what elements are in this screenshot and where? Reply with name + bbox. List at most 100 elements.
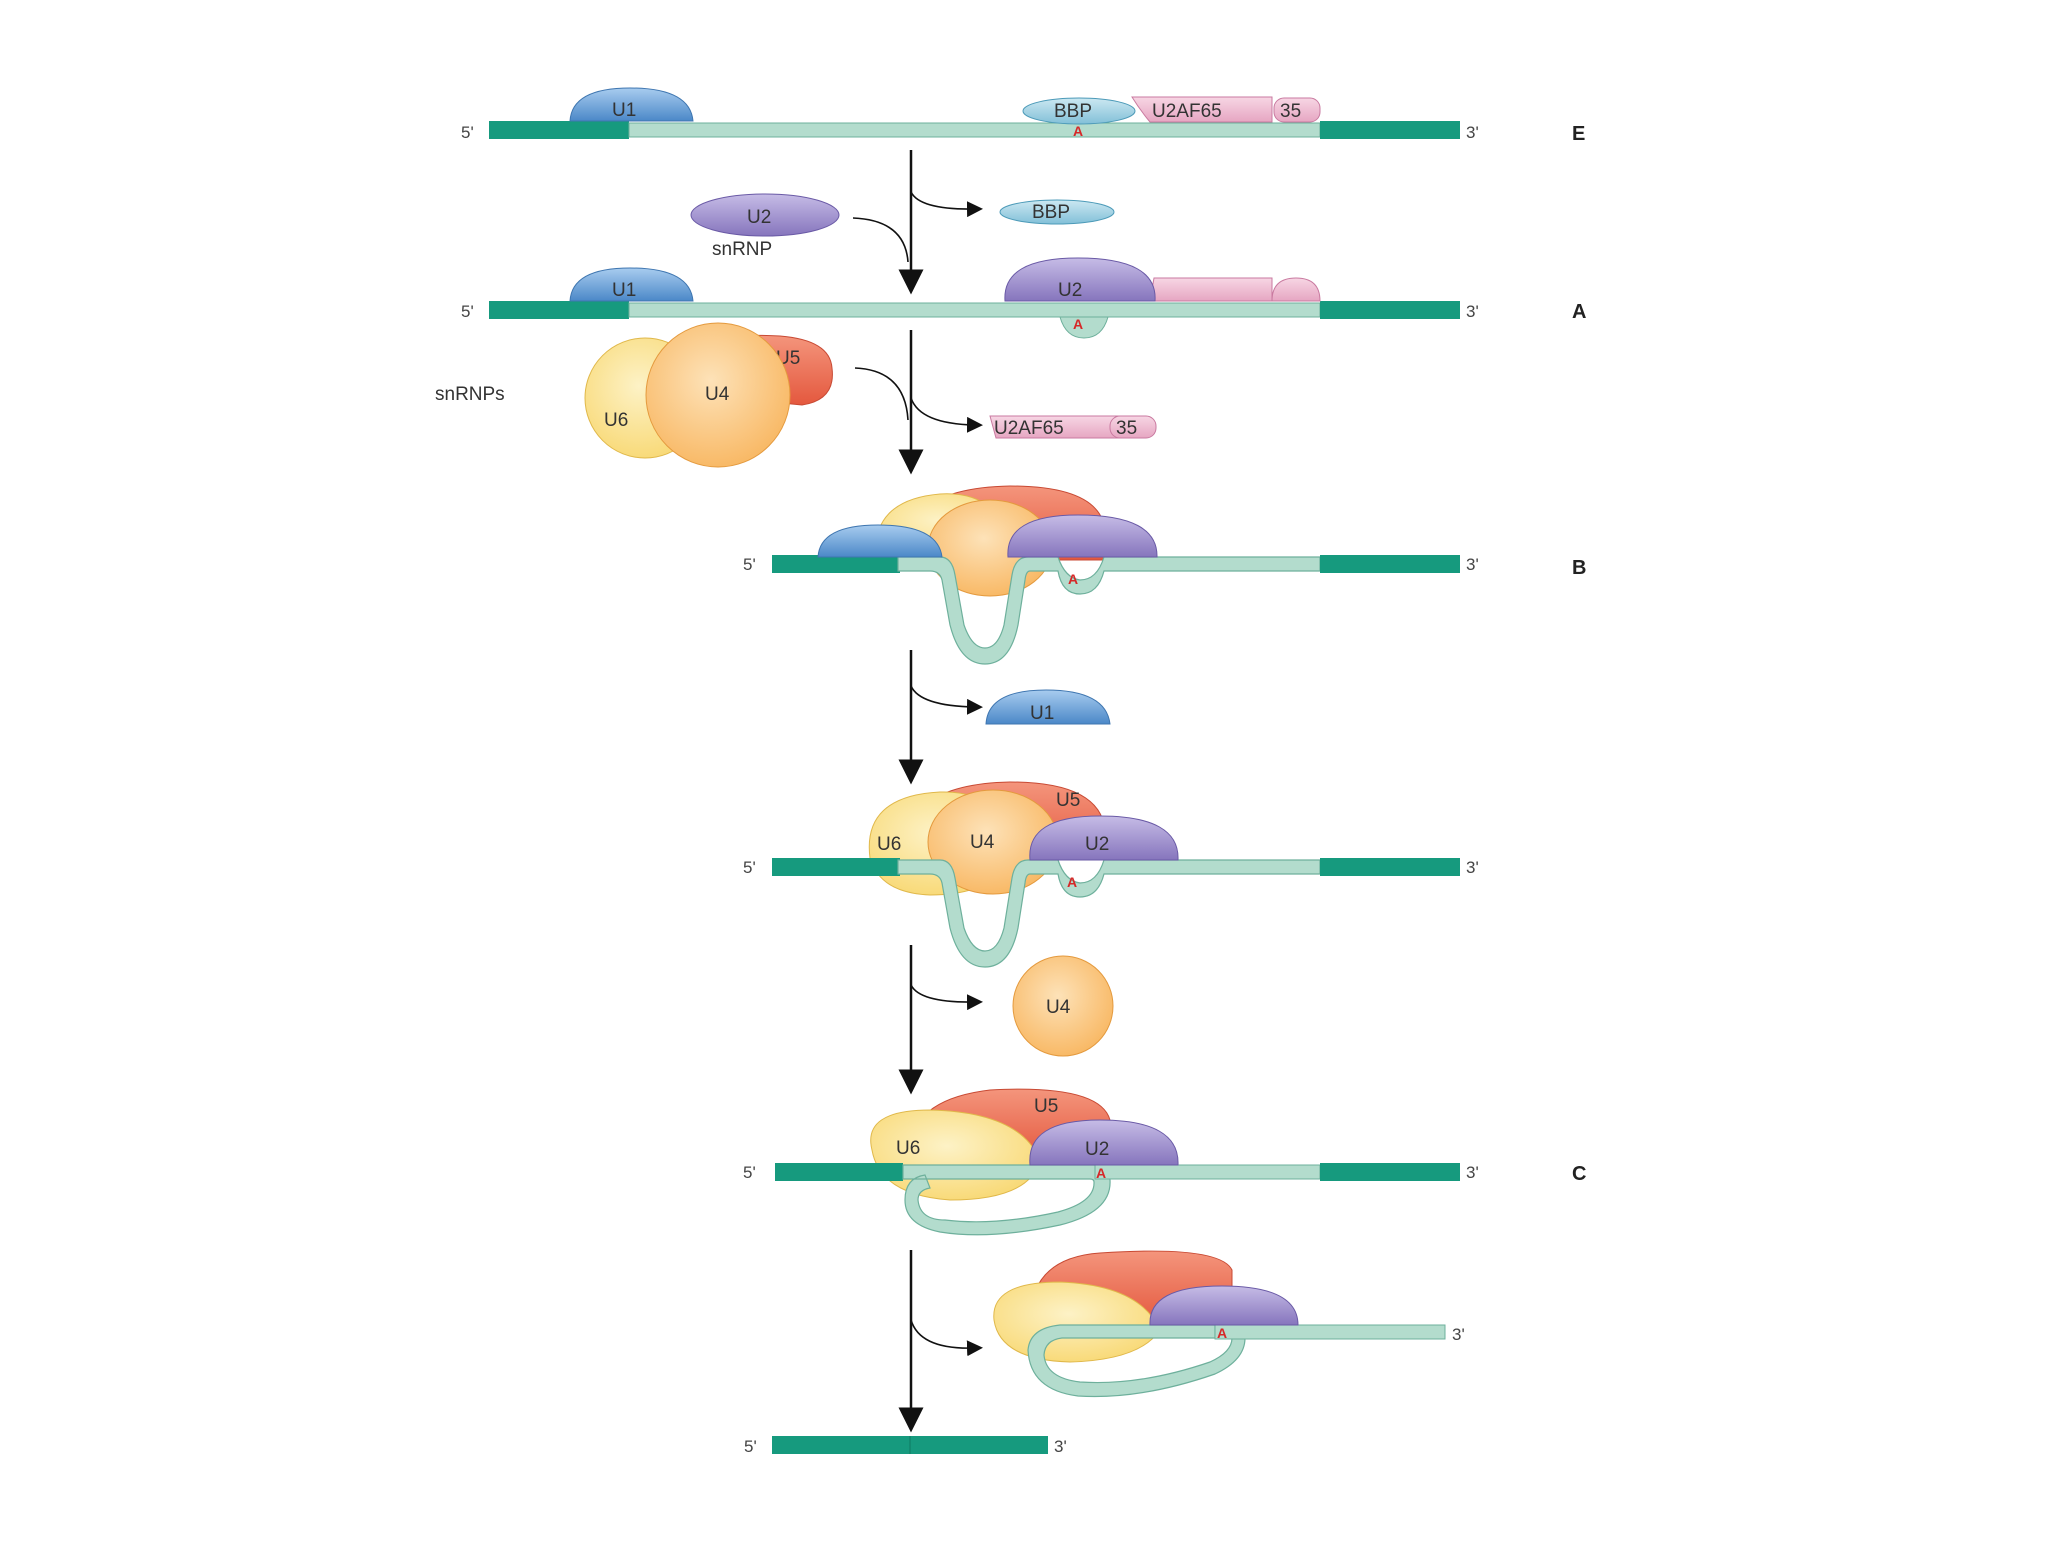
release-arrow: [910, 1319, 983, 1357]
release-arrow: [910, 397, 983, 433]
exon-1: [772, 858, 900, 876]
intron-tail: [1094, 1164, 1321, 1180]
stage-c-label: C: [1572, 1163, 1586, 1185]
u5-label: U5: [1056, 790, 1080, 811]
u2-label: U2: [1085, 1139, 1109, 1160]
u4-label: U4: [970, 832, 995, 853]
exon-2-joined: [910, 1436, 1048, 1454]
intron-lariat: [902, 1164, 1111, 1236]
u2-label: U2: [747, 207, 771, 228]
three-prime-label: 3': [1466, 858, 1479, 877]
u1-label: U1: [612, 280, 636, 301]
intron: [628, 302, 1321, 318]
branch-point-a: A: [1067, 874, 1077, 890]
u2-label: U2: [1085, 834, 1109, 855]
activated-b-row: U5 U6 U4 5' 3' U2 A: [743, 781, 1479, 968]
branch-point-a: A: [1096, 1165, 1106, 1181]
u2af65-bound: [1149, 277, 1273, 302]
bbp-released: [999, 199, 1115, 225]
exon-2: [1320, 555, 1460, 573]
transition-a-to-b: snRNPs U5 U6 U4 U2AF65 35: [435, 322, 1157, 475]
three-prime-label: 3': [1054, 1437, 1067, 1456]
u2-snrnp: [1007, 514, 1158, 558]
u4-released: [1012, 955, 1114, 1057]
u6-label: U6: [877, 834, 901, 855]
exon-1: [775, 1163, 903, 1181]
bbp-label: BBP: [1054, 101, 1092, 122]
u2-snrnp-caption: snRNP: [712, 239, 772, 260]
spliced-mrna-row: 5' 3': [744, 1436, 1067, 1456]
excised-lariat: [1027, 1324, 1246, 1398]
snrnps-caption: snRNPs: [435, 384, 505, 405]
u2af35-bound: [1271, 277, 1321, 302]
complex-a-row: 5' 3' U1 U2 A A: [461, 257, 1586, 339]
u2-snrnp-bound: [1004, 257, 1156, 302]
five-prime-label: 5': [461, 302, 474, 321]
u4-snrnp: [645, 322, 791, 468]
u1-snrnp: [569, 87, 694, 122]
transition-b-release-u1: U1: [898, 650, 1111, 785]
three-prime-label: 3': [1466, 302, 1479, 321]
three-prime-label: 3': [1452, 1325, 1465, 1344]
exon-1: [489, 301, 629, 319]
stage-e-label: E: [1572, 123, 1585, 145]
u4-label: U4: [705, 384, 730, 405]
u1-label: U1: [612, 100, 636, 121]
complex-c-row: U5 U6 5' 3' U2 A C: [743, 1088, 1586, 1236]
branch-point-a: A: [1073, 316, 1083, 332]
u2-snrnp-excised: [1149, 1285, 1299, 1326]
exon-1: [489, 121, 629, 139]
complex-e-row: 5' 3' U1 BBP U2AF65 35 A E: [461, 87, 1585, 145]
u2af65-label: U2AF65: [1152, 101, 1222, 122]
three-prime-label: 3': [1466, 123, 1479, 142]
five-prime-label: 5': [743, 555, 756, 574]
branch-point-a: A: [1217, 1325, 1227, 1341]
stage-b-label: B: [1572, 557, 1586, 579]
exon-2: [1320, 301, 1460, 319]
intron: [628, 122, 1321, 138]
branch-point-a: A: [1068, 571, 1078, 587]
release-arrow: [910, 191, 983, 218]
u2-snrnp-incoming: [690, 193, 840, 237]
u2-snrnp: [1029, 1119, 1179, 1166]
transition-e-to-a: U2 snRNP BBP: [690, 150, 1115, 295]
exon-1: [772, 555, 900, 573]
u6-label: U6: [896, 1138, 920, 1159]
exon-2: [1320, 121, 1460, 139]
stage-a-label: A: [1572, 301, 1586, 323]
u4-released-label: U4: [1046, 997, 1071, 1018]
join-curve: [852, 217, 909, 263]
branch-point-a: A: [1073, 123, 1083, 139]
branch-bulge: [1059, 316, 1109, 339]
u2af35-label: 35: [1280, 101, 1301, 122]
u2af65-protein: [1131, 96, 1273, 123]
bbp-released-label: BBP: [1032, 202, 1070, 223]
u2af35-protein: [1273, 97, 1321, 123]
three-prime-label: 3': [1466, 1163, 1479, 1182]
u1-snrnp: [569, 267, 694, 302]
u1-released-label: U1: [1030, 703, 1054, 724]
u2af35-released-label: 35: [1116, 418, 1137, 439]
transition-c-to-products: 3' A: [898, 1250, 1465, 1433]
u2af65-released-label: U2AF65: [994, 418, 1064, 439]
u1-released: [985, 689, 1111, 725]
five-prime-label: 5': [744, 1437, 757, 1456]
exon-2: [1320, 1163, 1460, 1181]
release-arrow: [910, 984, 983, 1011]
u2af35-released: [1109, 415, 1157, 439]
bbp-protein: [1022, 97, 1136, 125]
three-prime-label: 3': [1466, 555, 1479, 574]
u1-snrnp: [817, 524, 943, 558]
excised-intron-tail: [1214, 1324, 1446, 1340]
five-prime-label: 5': [461, 123, 474, 142]
release-arrow: [910, 685, 983, 715]
five-prime-label: 5': [743, 1163, 756, 1182]
u2-snrnp: [1029, 815, 1179, 861]
join-curve: [854, 367, 909, 421]
exon-1-joined: [772, 1436, 910, 1454]
complex-b-row: 5' 3' A B: [743, 485, 1586, 665]
five-prime-label: 5': [743, 858, 756, 877]
transition-release-u4: U4: [898, 945, 1114, 1095]
u2-label: U2: [1058, 280, 1082, 301]
